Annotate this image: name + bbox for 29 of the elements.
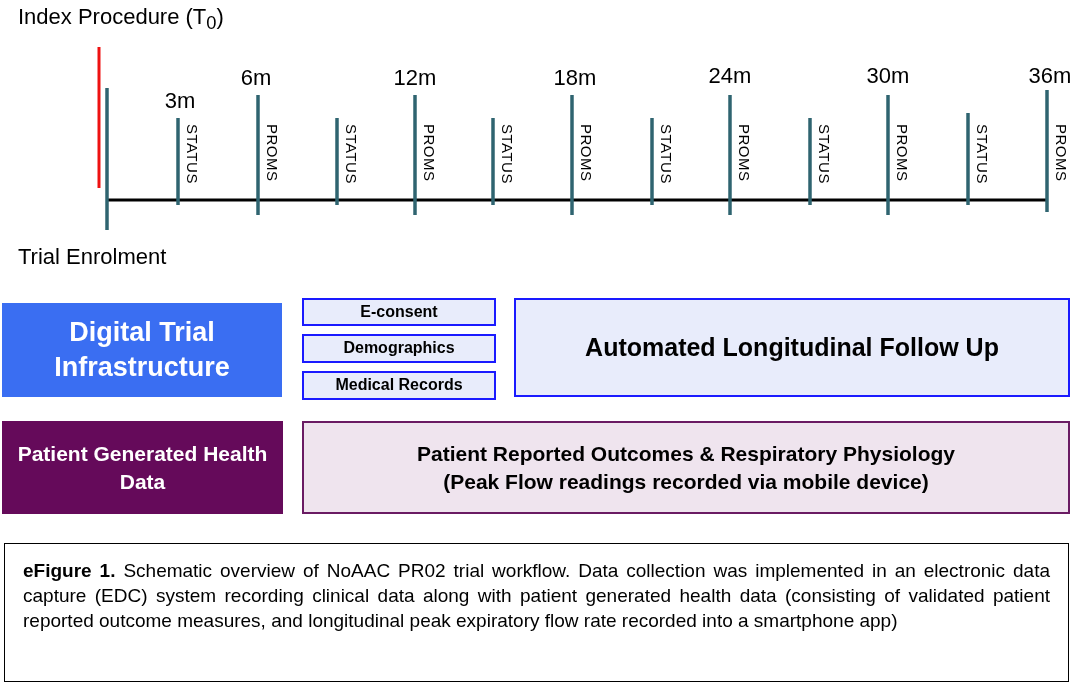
month-label: 6m bbox=[240, 65, 272, 91]
milestone-label: STATUS bbox=[658, 124, 675, 184]
milestone-label: STATUS bbox=[974, 124, 991, 184]
month-label: 18m bbox=[553, 65, 597, 91]
category-box: Patient Generated Health Data bbox=[2, 421, 283, 514]
month-label: 12m bbox=[393, 65, 437, 91]
milestone-label: PROMS bbox=[578, 124, 595, 182]
milestone-label: PROMS bbox=[736, 124, 753, 182]
milestone-label: PROMS bbox=[1053, 124, 1070, 182]
process-box: Automated Longitudinal Follow Up bbox=[514, 298, 1070, 397]
milestone-label: STATUS bbox=[816, 124, 833, 184]
milestone-label: PROMS bbox=[421, 124, 438, 182]
month-label: 24m bbox=[708, 63, 752, 89]
process-box: Patient Reported Outcomes & Respiratory Physiology (Peak Flow readings recorded via mobile device) bbox=[302, 421, 1070, 514]
timeline-label: Index Procedure (T$_{0}$) bbox=[18, 4, 224, 35]
milestone-label: PROMS bbox=[894, 124, 911, 182]
data-item-box: E-consent bbox=[302, 298, 496, 326]
milestone-label: STATUS bbox=[184, 124, 201, 184]
month-label: 36m bbox=[1028, 63, 1072, 89]
milestone-label: STATUS bbox=[499, 124, 516, 184]
category-box: Digital Trial Infrastructure bbox=[2, 303, 282, 397]
figure-caption: eFigure 1. Schematic overview of NoAAC PR02 trial workflow. Data collection was implemented in an electronic data capture (EDC) system recording clinical data along with patient generated health data (consisting of validated patient reported outcome measures, and longitudinal peak expiratory flow rate recorded into a smartphone app) bbox=[23, 559, 1050, 633]
milestone-label: STATUS bbox=[343, 124, 360, 184]
data-item-box: Demographics bbox=[302, 334, 496, 363]
month-label: 3m bbox=[164, 88, 196, 114]
milestone-label: PROMS bbox=[264, 124, 281, 182]
data-item-box: Medical Records bbox=[302, 371, 496, 400]
timeline-label: Trial Enrolment bbox=[18, 244, 167, 270]
month-label: 30m bbox=[866, 63, 910, 89]
